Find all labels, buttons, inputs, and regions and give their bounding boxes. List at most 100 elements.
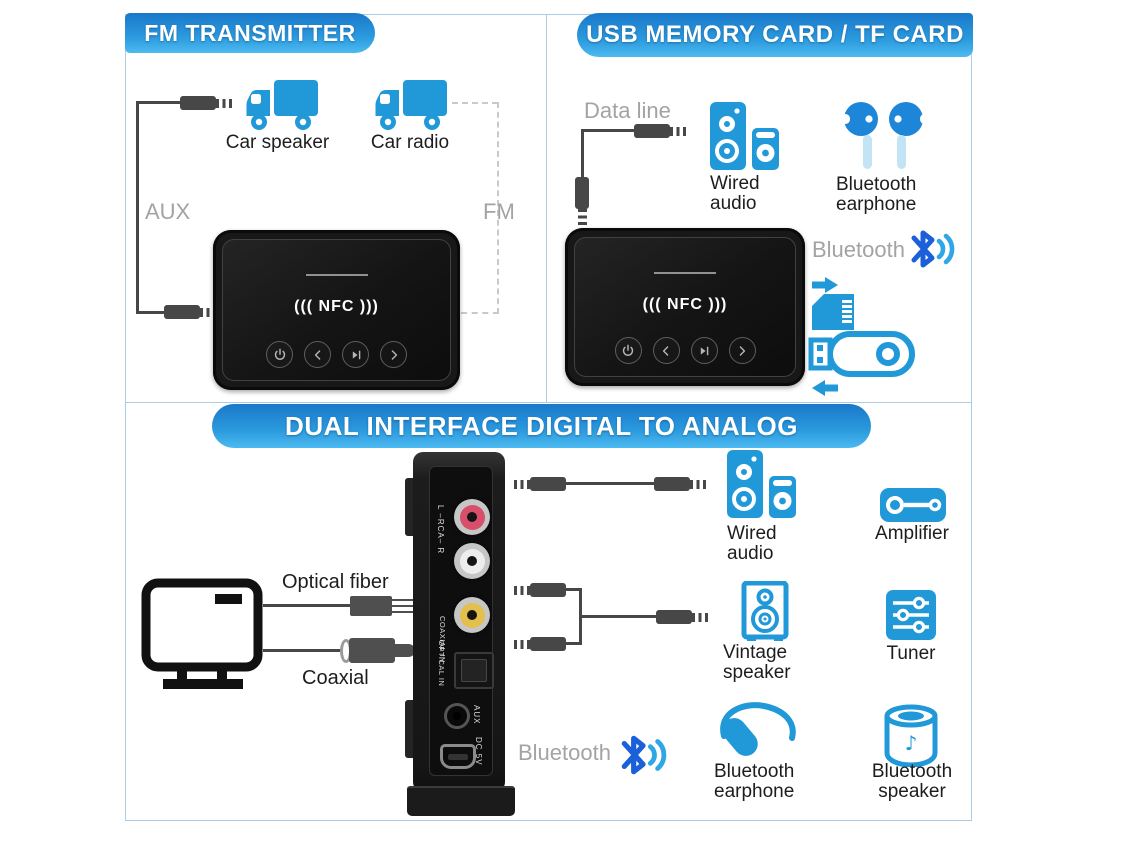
power-icon [274,348,285,360]
previous-button[interactable] [652,337,680,364]
audio-cable [564,482,656,485]
rca-jack-left-red[interactable] [454,499,490,535]
optical-fiber-connector-icon [350,596,392,616]
power-button[interactable] [614,337,642,364]
bluetooth-earphone-label: Bluetooth earphone [836,174,917,215]
svg-text:♪: ♪ [905,731,918,755]
optical-fiber-strand [391,599,419,601]
aux-plug-icon [164,305,216,319]
tf-card-icon [812,294,854,330]
fm-dashed-line [461,312,499,314]
coaxial-port-label: COAXIAL IN [438,616,447,663]
play-pause-button[interactable] [690,337,718,364]
usb-tf-title: USB MEMORY CARD / TF CARD [586,21,964,48]
bluetooth-logo-icon [911,230,955,268]
usb-tf-header: USB MEMORY CARD / TF CARD [577,13,973,57]
tuner-icon [886,590,936,640]
optical-fiber-label: Optical fiber [282,571,389,593]
wired-audio-speakers-icon [710,102,779,170]
aux-plug-icon [180,96,232,110]
bluetooth-speaker-label: Bluetooth speaker [871,761,953,802]
data-line-plug-icon [575,177,589,227]
tv-icon [141,578,263,689]
play-pause-icon [352,350,360,359]
next-button[interactable] [728,337,756,364]
fm-transmitter-header: FM TRANSMITTER [125,13,375,53]
aux-cable-wire [136,311,166,314]
dc-power-port[interactable] [440,744,476,769]
device-base [407,786,515,816]
splitter-cable [579,615,658,618]
nfc-mark: ((( NFC ))) [642,296,728,313]
amplifier-icon [880,488,946,522]
dual-interface-header: DUAL INTERFACE DIGITAL TO ANALOG [212,404,871,448]
aux-plug-icon [514,637,566,651]
coaxial-connector-icon [395,644,415,657]
fm-dashed-line [452,102,498,104]
device-status-slot [305,274,368,276]
aux-cable-wire [136,101,182,104]
rca-jack-right-white[interactable] [454,543,490,579]
coaxial-label: Coaxial [302,667,369,689]
bluetooth-headset-icon [720,702,796,756]
arrow-right-icon [812,277,838,293]
wired-audio-speakers-icon [727,450,796,518]
fm-label: FM [483,199,515,224]
aux-cable-wire [136,101,139,314]
wired-audio-label: Wired audio [727,523,777,564]
bluetooth-earphone-label: Bluetooth earphone [714,761,795,802]
dual-interface-panel [125,402,972,821]
bluetooth-speaker-icon: ♪ [884,704,938,767]
device-status-slot [654,272,716,274]
bluetooth-earbuds-icon [841,102,929,169]
power-icon [622,344,634,356]
aux-port-label: AUX [472,705,481,725]
aux-jack[interactable] [444,703,470,729]
bluetooth-label: Bluetooth [518,740,611,765]
device-face: ((( NFC ))) [574,237,796,377]
dc-port-label: DC 5V [474,737,483,766]
nfc-mark: ((( NFC ))) [294,298,379,315]
usb-flash-drive-icon [808,331,915,377]
mount-tab [405,478,416,536]
data-line-wire [581,129,584,179]
splitter-cable [564,588,582,591]
power-button[interactable] [266,341,293,368]
aux-plug-icon [654,477,706,491]
play-pause-button[interactable] [342,341,369,368]
next-button[interactable] [380,341,407,368]
previous-button[interactable] [304,341,331,368]
arrow-left-icon [812,380,838,396]
optical-port-label: OPTICAL IN [437,640,446,687]
device-buttons [223,341,450,368]
vintage-speaker-icon [741,581,789,641]
bluetooth-label: Bluetooth [812,237,905,262]
next-icon [391,349,397,360]
optical-fiber-strand [391,611,419,613]
data-line-wire [581,129,636,132]
aux-plug-icon [514,583,566,597]
fm-dashed-line [497,102,499,314]
splitter-cable [564,642,582,645]
car-radio-label: Car radio [370,132,450,153]
nfc-receiver-device: ((( NFC ))) [565,228,805,386]
previous-icon [662,345,669,356]
play-pause-icon [700,346,709,355]
nfc-receiver-device: ((( NFC ))) [213,230,460,390]
aux-label: AUX [145,199,191,224]
car-speaker-truck-icon [246,80,318,130]
bluetooth-logo-icon [621,735,667,775]
coaxial-connector-icon [349,638,395,663]
aux-plug-icon [656,610,708,624]
rca-port-label: L –RCA– R [436,505,445,555]
optical-in-port[interactable] [454,652,494,689]
coaxial-in-jack-yellow[interactable] [454,597,490,633]
dual-interface-title: DUAL INTERFACE DIGITAL TO ANALOG [285,410,798,441]
car-radio-truck-icon [375,80,447,130]
mount-tab [405,700,416,758]
car-speaker-label: Car speaker [225,132,330,153]
vintage-speaker-label: Vintage speaker [723,642,791,683]
next-icon [739,345,746,356]
wired-audio-label: Wired audio [710,173,760,214]
tuner-label: Tuner [886,643,936,664]
